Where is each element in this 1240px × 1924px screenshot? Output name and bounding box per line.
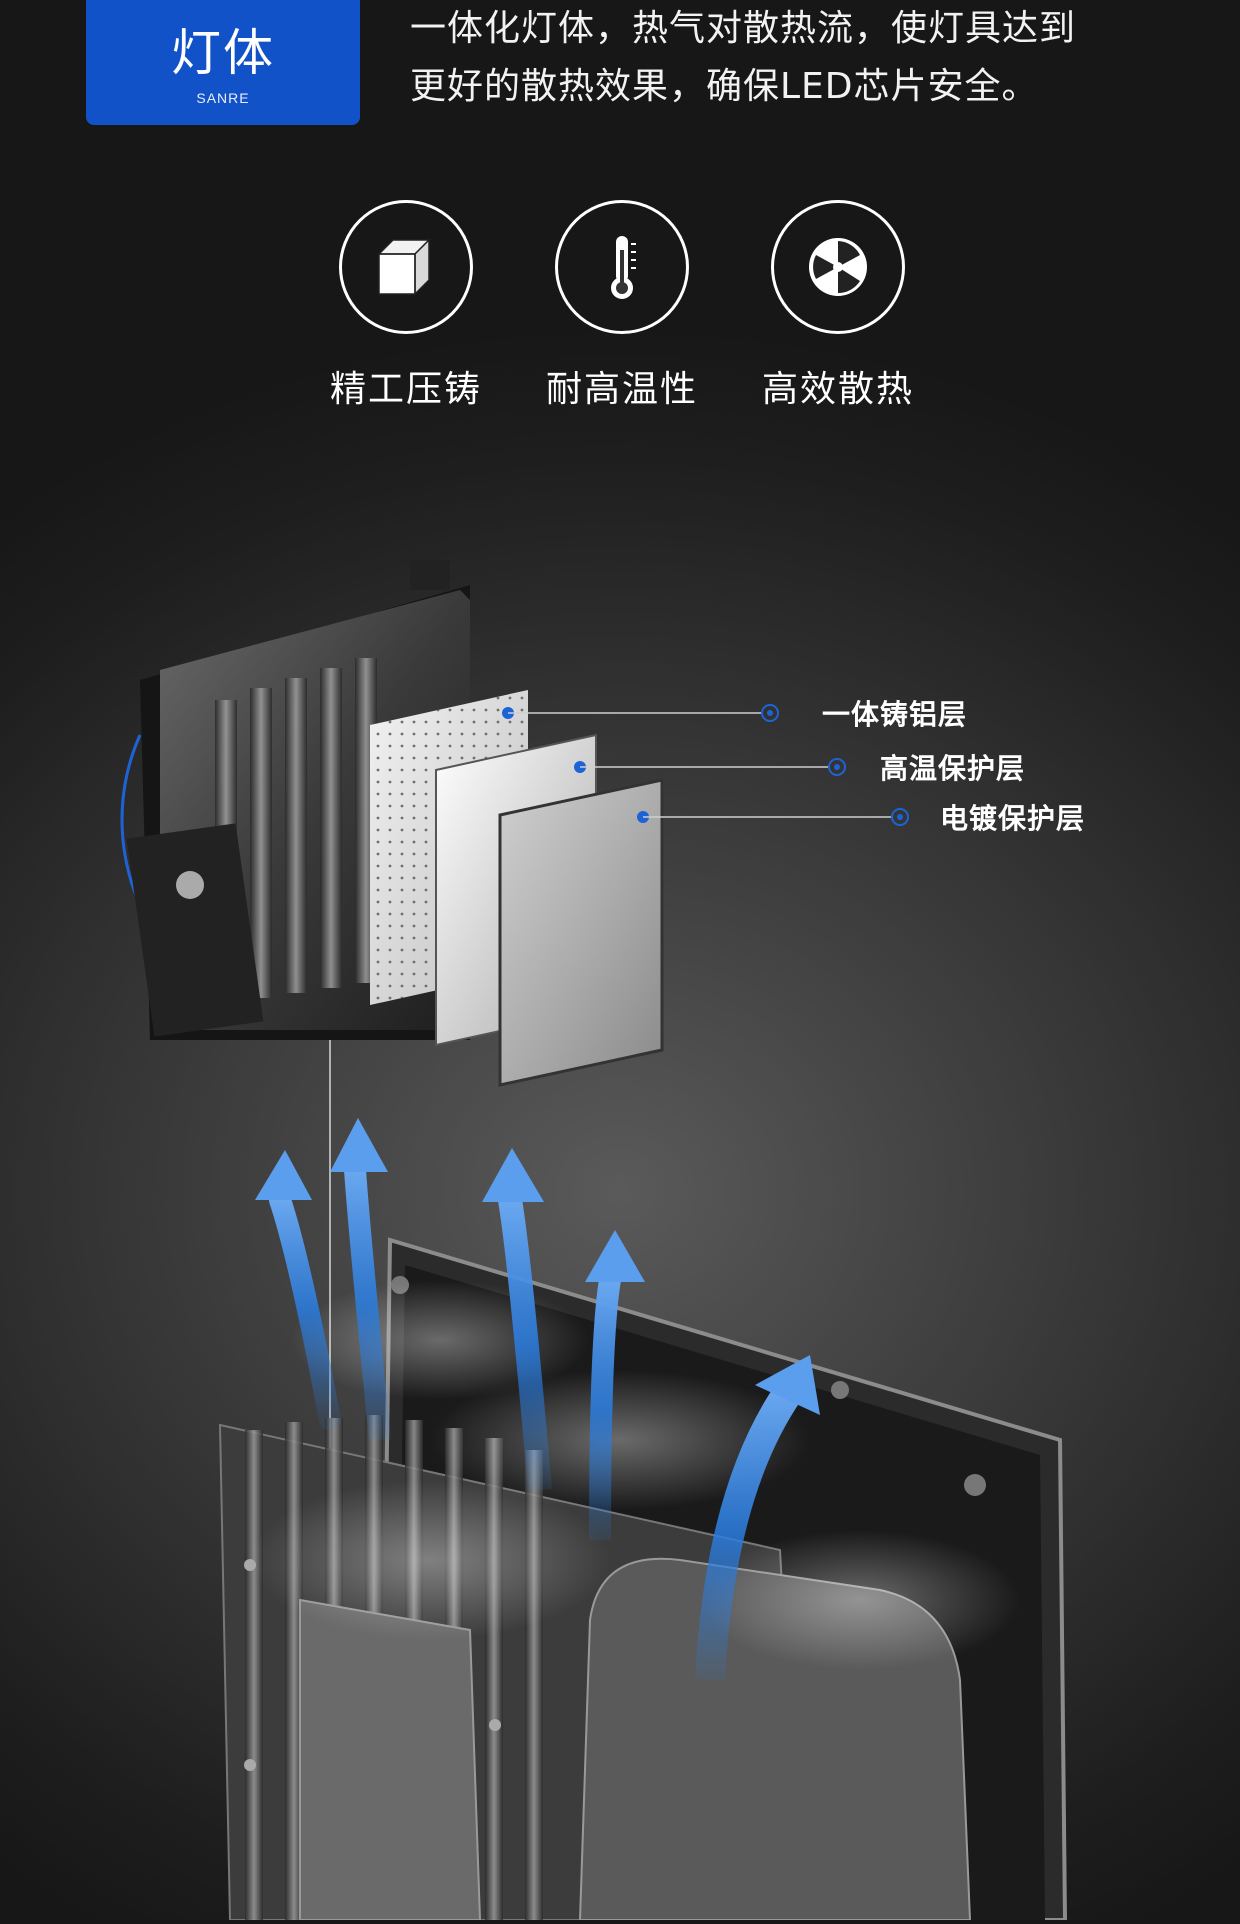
section-badge: 灯体 SANRE (86, 0, 360, 125)
floodlight-illustration (120, 560, 1068, 1922)
feature-label: 高效散热 (761, 369, 914, 410)
feature-list: 精工压铸 耐高温性 高效散热 (0, 200, 1240, 420)
intro-line-2: 更好的散热效果，确保LED芯片安全。 (410, 66, 1039, 107)
section-title: 灯体 (171, 23, 275, 82)
thermometer-icon (555, 200, 689, 334)
layer-label-heat-protection: 高温保护层 (880, 752, 1026, 785)
feature-label: 精工压铸 (329, 369, 482, 410)
airflow-arrows (255, 1118, 820, 1681)
layer-label-cast-aluminum: 一体铸铝层 (822, 698, 968, 731)
brand-subtitle: SANRE (196, 89, 250, 106)
feature-label: 耐高温性 (545, 369, 698, 410)
plating-protection-plate (498, 778, 664, 1087)
fan-icon (771, 200, 905, 334)
feature-heat-dissipation: 高效散热 (738, 200, 938, 412)
callout-lines (502, 704, 909, 826)
feature-die-casting: 精工压铸 (306, 200, 506, 412)
feature-heat-resistance: 耐高温性 (522, 200, 722, 412)
heat-dissipation-diagram: 一体铸铝层 高温保护层 电镀保护层 (0, 560, 1240, 1922)
layer-label-plating-protection: 电镀保护层 (940, 802, 1086, 835)
cube-icon (339, 200, 473, 334)
intro-line-1: 一体化灯体，热气对散热流，使灯具达到 (410, 8, 1077, 49)
intro-text: 一体化灯体，热气对散热流，使灯具达到 更好的散热效果，确保LED芯片安全。 (410, 0, 1210, 116)
